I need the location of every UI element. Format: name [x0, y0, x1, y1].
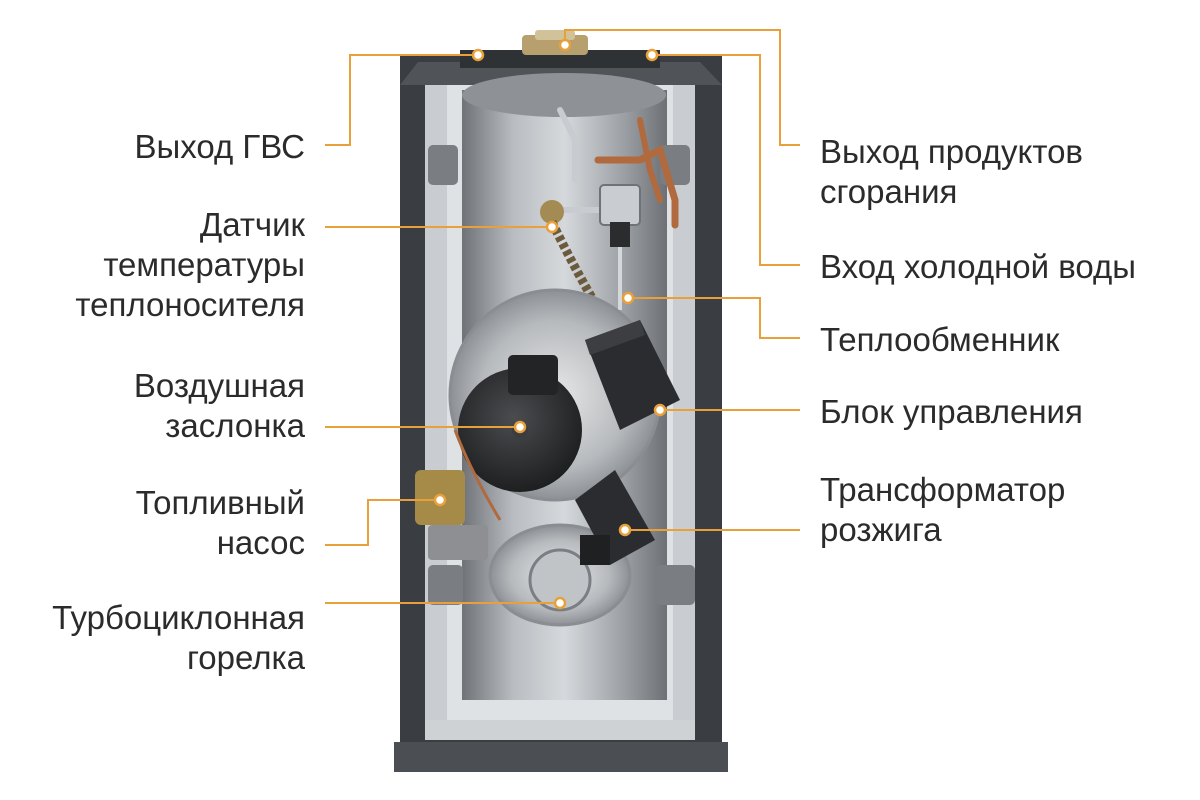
label-ignition-transformer: Трансформатор розжига — [820, 471, 1066, 548]
label-heat-exchanger: Теплообменник — [820, 321, 1060, 358]
label-flue-gas-outlet: Выход продуктов сгорания — [820, 133, 1083, 210]
callout-dots — [433, 38, 667, 610]
label-turbocyclone-burner: Турбоциклонная горелка — [52, 599, 305, 676]
leader-heat-exchanger — [628, 297, 800, 339]
label-dhw-outlet: Выход ГВС — [134, 128, 305, 165]
ignition-transformer-box — [575, 470, 655, 565]
leader-fuel-pump — [325, 499, 440, 546]
leader-flue-outlet — [564, 29, 800, 146]
label-control-unit: Блок управления — [820, 393, 1083, 430]
label-coolant-temp-sensor: Датчик температуры теплоносителя — [75, 206, 305, 323]
label-air-damper: Воздушная заслонка — [133, 367, 305, 444]
control-unit-box — [585, 320, 680, 430]
leader-dhw-outlet — [325, 54, 478, 146]
cold-water-valve — [599, 184, 641, 310]
leader-cold-water — [652, 54, 800, 266]
callout-leader-lines — [325, 29, 800, 604]
label-fuel-pump: Топливный насос — [135, 484, 305, 561]
copper-pipes — [547, 107, 679, 229]
label-cold-water-inlet: Вход холодной воды — [820, 248, 1137, 285]
